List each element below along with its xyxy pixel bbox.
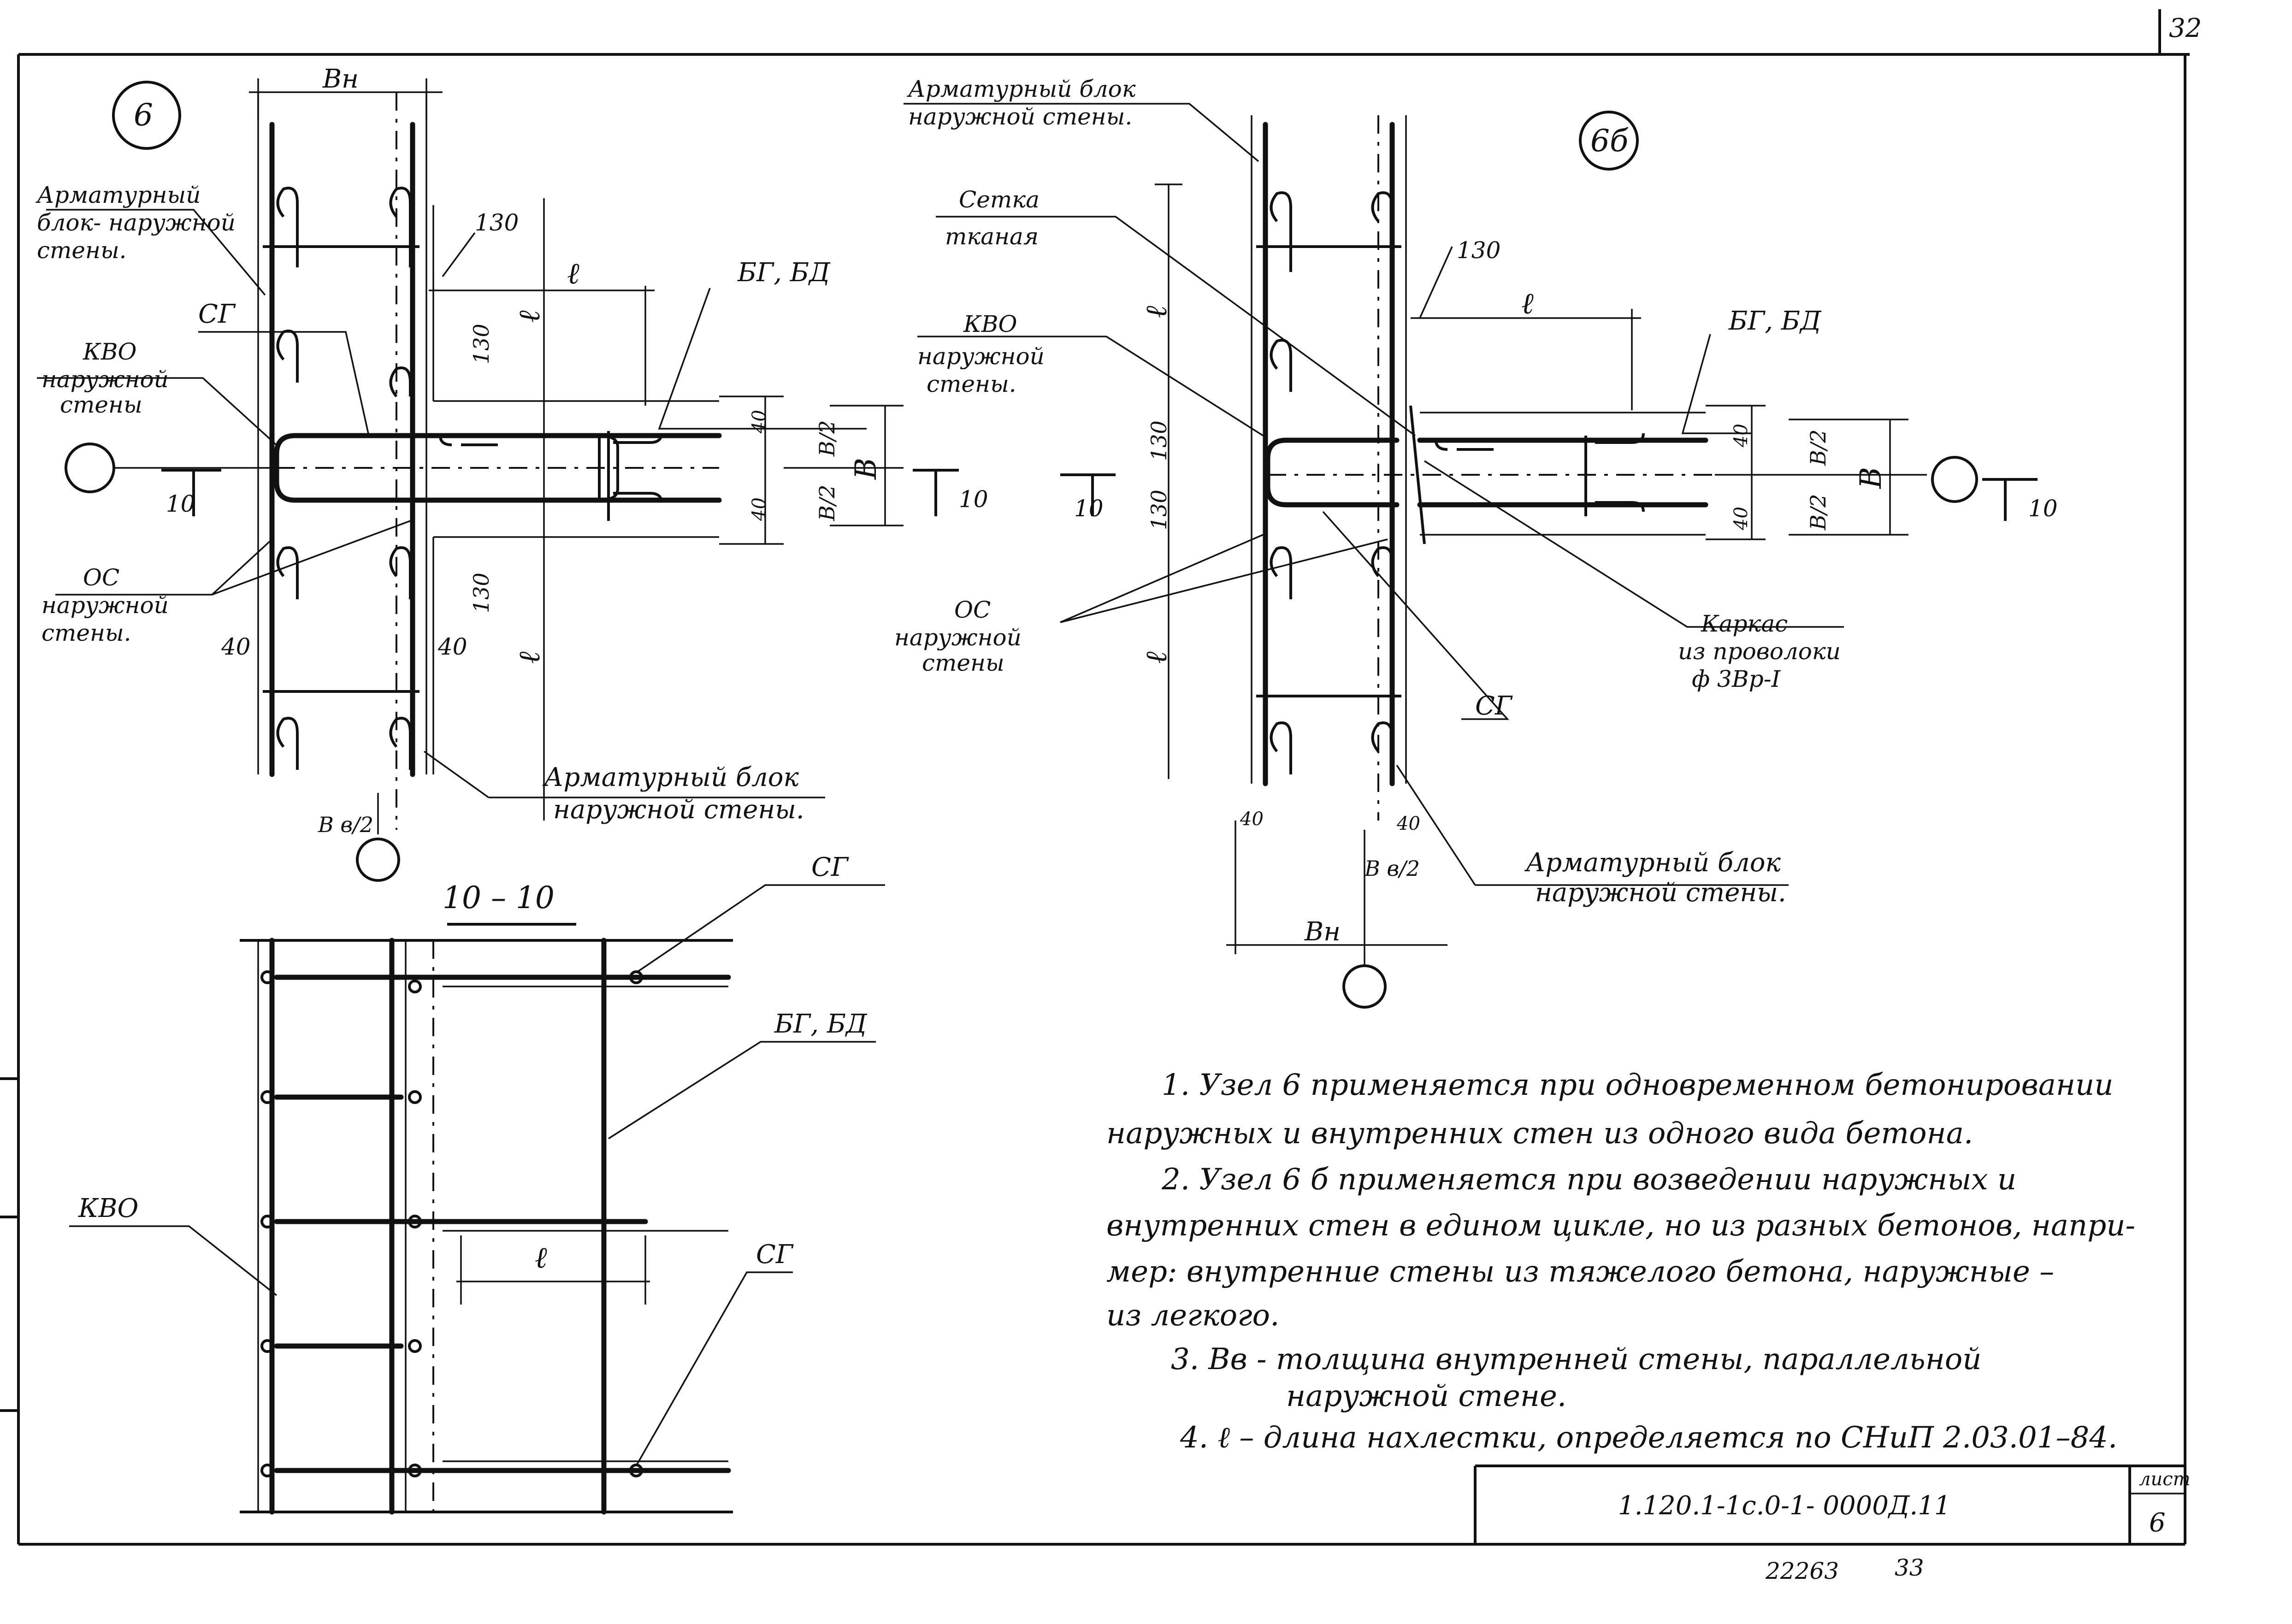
node-6-sg: СГ (198, 299, 236, 329)
node-6b-dim-40-left: 40 (1240, 809, 1264, 830)
node-6-kvo-1: КВО (83, 338, 136, 365)
node-6b-dim-130-a: 130 (1146, 420, 1171, 461)
sheet-frame (0, 9, 2190, 1546)
node-6b-frame-2: из проволоки (1678, 638, 1841, 665)
node-6b-kvo-1: КВО (963, 311, 1017, 337)
node-6-armature-block-bottom-2: наружной стены. (553, 795, 804, 825)
section-kvo: КВО (78, 1193, 138, 1223)
note-line-5: мер: внутренние стены из тяжелого бетона… (1106, 1255, 2054, 1289)
node-6-bg-bd: БГ, БД (737, 258, 831, 288)
node-6b-sg: СГ (1475, 691, 1513, 721)
node-6-armature-block-bottom-1: Арматурный блок (542, 762, 799, 792)
node-6-kvo-3: стены (60, 391, 142, 418)
node-6-os-3: стены. (41, 620, 131, 646)
node-6-dim-b2-a: В/2 (815, 420, 839, 457)
node-6-width-top: Вн (322, 64, 359, 94)
archive-number: 22263 (1765, 1558, 1839, 1584)
node-6b-dim-l-h: ℓ (1521, 287, 1534, 321)
node-6-dim-l-h: ℓ (567, 257, 579, 291)
node-6-dim-40-right: 40 (437, 633, 467, 660)
node-6b-dim-l-top: ℓ (1140, 306, 1174, 318)
node-6b-armature-block-top-1: Арматурный блок (907, 76, 1136, 102)
node-6b-dim-40-right: 40 (1396, 813, 1420, 834)
node-6b-armature-block-bottom-1: Арматурный блок (1524, 848, 1781, 878)
node-6b-dim-40-b: 40 (1731, 507, 1752, 531)
node-6-armature-block-top-2: блок- наружной (37, 209, 236, 236)
node-6-dim-130-low: 130 (469, 573, 494, 613)
node-6-dim-b2-b: В/2 (815, 484, 839, 521)
node-6-os-2: наружной (41, 592, 169, 619)
node-6b-bottom-width: В в/2 (1364, 856, 1420, 881)
node-6b-kvo-3: стены. (927, 371, 1016, 397)
section-sg-top: СГ (811, 852, 849, 882)
node-6-dim-l-v-top: ℓ (513, 310, 547, 323)
section-10-10-title: 10 – 10 (443, 880, 555, 915)
node-6-os-1: ОС (83, 564, 119, 591)
node-6b-dim-b2-a: В/2 (1806, 429, 1831, 466)
section-sg-bottom: СГ (756, 1240, 794, 1270)
page-number: 32 (2169, 13, 2202, 43)
note-line-8: наружной стене. (1286, 1379, 1566, 1413)
section-bg-bd: БГ, БД (774, 1009, 868, 1039)
section-dim-l: ℓ (535, 1241, 547, 1275)
node-6b-os-3: стены (922, 650, 1004, 676)
node-6-dim-130-mid: 130 (469, 324, 494, 364)
section-10-10-drawing (69, 884, 885, 1515)
node-6b-armature-block-bottom-2: наружной стены. (1535, 878, 1786, 908)
node-6-dim-l-v-low: ℓ (513, 651, 547, 664)
node-6b-frame-3: ф 3Вр-I (1692, 666, 1781, 692)
node-6-armature-block-top-3: стены. (37, 237, 127, 264)
title-block (1474, 1465, 2185, 1544)
node-6b-drawing (904, 103, 2038, 1009)
node-6-dim-40-b: 40 (749, 497, 770, 521)
node-6-drawing (37, 78, 959, 882)
node-6-armature-block-top-1: Арматурный (35, 182, 201, 208)
node-6b-dim-b2-b: В/2 (1806, 494, 1831, 531)
note-line-1: 1. Узел 6 применяется при одновременном … (1162, 1068, 2113, 1102)
node-6b-mesh-2: тканая (945, 223, 1039, 250)
node-6b-mesh-1: Сетка (959, 186, 1040, 213)
node-6b-dim-130-b: 130 (1146, 490, 1171, 530)
notes-block: 1. Узел 6 применяется при одновременном … (1106, 1068, 2135, 1455)
node-6b-kvo-2: наружной (917, 343, 1045, 370)
note-line-3: 2. Узел 6 б применяется при возведении н… (1161, 1163, 2016, 1197)
node-6-section-mark-right: 10 (959, 486, 988, 513)
node-6b-os-1: ОС (954, 596, 991, 623)
note-line-4: внутренних стен в едином цикле, но из ра… (1106, 1209, 2135, 1243)
node-6b-dim-130-top: 130 (1457, 237, 1500, 264)
node-6b-dim-b: В (1854, 467, 1888, 489)
node-6b-dim-l-low: ℓ (1140, 651, 1174, 664)
node-6-dim-130-top: 130 (475, 209, 519, 236)
archive-page: 33 (1895, 1554, 1924, 1581)
node-6-marker-circle (112, 81, 181, 150)
node-6b-section-left: 10 (1074, 495, 1104, 522)
node-6b-bg-bd: БГ, БД (1728, 306, 1822, 336)
node-6b-section-right: 10 (2028, 495, 2058, 522)
node-6-dim-40-a: 40 (749, 410, 770, 434)
node-6-bottom-width: В в/2 (318, 812, 373, 837)
node-6b-marker-circle (1579, 111, 1639, 171)
note-line-9: 4. ℓ – длина нахлестки, определяется по … (1180, 1421, 2117, 1455)
node-6b-frame-1: Каркас (1701, 610, 1788, 637)
note-line-2: наружных и внутренних стен из одного вид… (1106, 1116, 1973, 1151)
node-6b-os-2: наружной (894, 624, 1022, 651)
sheet-label: лист (2139, 1469, 2191, 1490)
node-6-marker: 6 (134, 97, 153, 133)
node-6b-dim-40-a: 40 (1731, 424, 1752, 448)
node-6-dim-40-left: 40 (221, 633, 251, 660)
node-6b-armature-block-top-2: наружной стены. (908, 103, 1132, 130)
node-6b-width-bottom: Вн (1304, 917, 1341, 947)
sheet-number: 6 (2149, 1508, 2166, 1538)
note-line-7: 3. Вв - толщина внутренней стены, паралл… (1171, 1342, 1981, 1376)
drawing-code: 1.120.1-1с.0-1- 0000Д.11 (1618, 1491, 1950, 1521)
node-6-kvo-2: наружной (41, 366, 169, 393)
node-6b-marker: 6б (1590, 123, 1629, 159)
node-6-dim-b: В (849, 458, 883, 480)
node-6-section-mark: 10 (166, 490, 195, 517)
note-line-6: из легкого. (1106, 1299, 1279, 1333)
